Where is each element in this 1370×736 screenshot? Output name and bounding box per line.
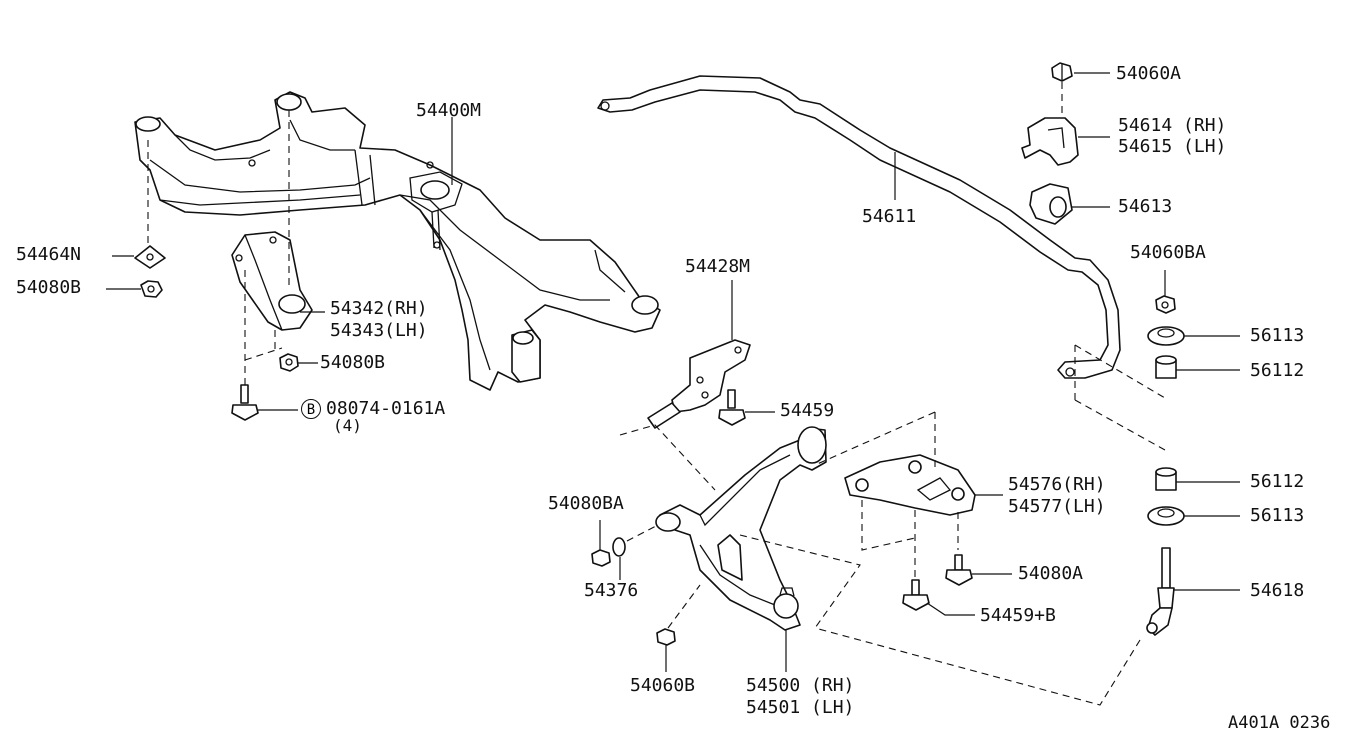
- bolt-08074: [231, 384, 259, 421]
- label-54080b-1: 54080B: [16, 277, 82, 298]
- stabilizer-bar-54611: [597, 75, 1121, 379]
- link-54618: [1146, 547, 1175, 636]
- clamp-54614: [1021, 117, 1079, 166]
- bracket-54428m: [647, 339, 751, 429]
- label-54080b-2: 54080B: [320, 352, 386, 373]
- label-54459b: 54459+B: [980, 605, 1056, 626]
- bushing-56112-a: [1155, 355, 1177, 379]
- bolt-mark-b: B: [301, 399, 321, 419]
- washer-54464n: [134, 245, 166, 269]
- label-54464n: 54464N: [16, 244, 82, 265]
- label-54611: 54611: [862, 206, 917, 227]
- label-54428m: 54428M: [685, 256, 751, 277]
- label-08074-qty: (4): [333, 416, 362, 435]
- label-54060ba: 54060BA: [1130, 242, 1206, 263]
- label-54060a: 54060A: [1116, 63, 1182, 84]
- nut-54060b: [656, 628, 676, 646]
- label-54614-rh: 54614 (RH): [1118, 115, 1227, 136]
- label-54618: 54618: [1250, 580, 1305, 601]
- nut-54080b-2: [279, 353, 299, 372]
- label-54501-lh: 54501 (LH): [746, 697, 855, 718]
- label-56112-b: 56112: [1250, 471, 1305, 492]
- label-54576-rh: 54576(RH): [1008, 474, 1106, 495]
- drawing-code: A401A 0236: [1228, 713, 1331, 733]
- label-54080ba: 54080BA: [548, 493, 624, 514]
- bushing-54613: [1029, 183, 1073, 225]
- label-54400m: 54400M: [416, 100, 482, 121]
- label-54342-rh: 54342(RH): [330, 298, 428, 319]
- label-54376: 54376: [584, 580, 639, 601]
- bolt-54080a: [945, 554, 973, 586]
- label-56113-a: 56113: [1250, 325, 1305, 346]
- washer-56113-b: [1147, 506, 1185, 526]
- nut-54060ba: [1155, 295, 1176, 314]
- washer-56113-a: [1147, 326, 1185, 346]
- label-54615-lh: 54615 (LH): [1118, 136, 1227, 157]
- label-54459: 54459: [780, 400, 835, 421]
- label-08074: 08074-0161A: [326, 398, 446, 419]
- label-54343-lh: 54343(LH): [330, 320, 428, 341]
- label-54060b: 54060B: [630, 675, 696, 696]
- lower-arm-54500: [655, 426, 827, 631]
- label-56112-a: 56112: [1250, 360, 1305, 381]
- label-54500-rh: 54500 (RH): [746, 675, 855, 696]
- washer-54376: [612, 537, 626, 557]
- bolt-54060a: [1051, 62, 1073, 82]
- label-54613: 54613: [1118, 196, 1173, 217]
- label-54080a: 54080A: [1018, 563, 1084, 584]
- suspension-member-54400m: [134, 91, 661, 391]
- plate-54576: [844, 454, 976, 516]
- nut-54080ba: [591, 549, 611, 567]
- nut-54080b-1: [140, 280, 163, 298]
- bolt-54459: [718, 389, 746, 426]
- bushing-56112-b: [1155, 467, 1177, 491]
- label-54577-lh: 54577(LH): [1008, 496, 1106, 517]
- mount-bracket-54342: [231, 231, 313, 331]
- label-56113-b: 56113: [1250, 505, 1305, 526]
- bolt-54459b: [902, 579, 930, 611]
